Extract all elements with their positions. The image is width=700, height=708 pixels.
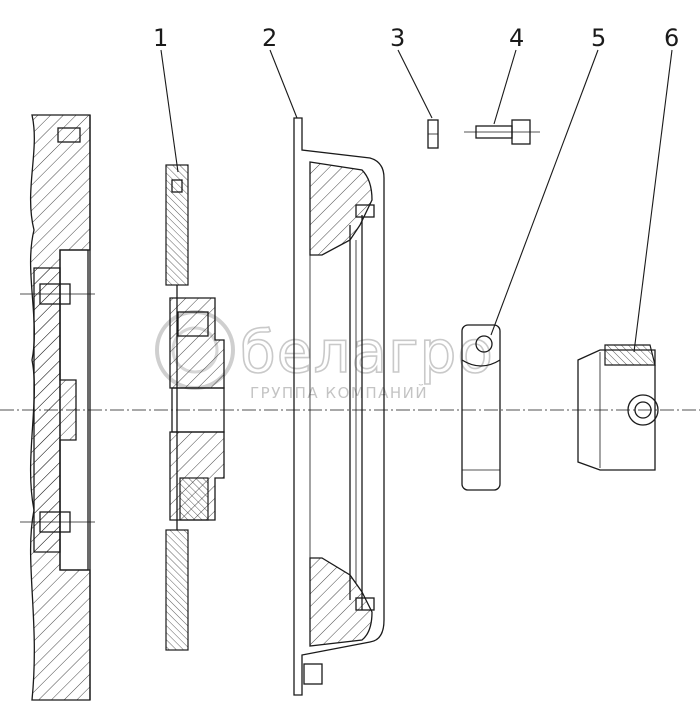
part-1-clutch-disc — [165, 164, 225, 651]
part-6-release-sleeve — [577, 344, 659, 471]
callout-6: 6 — [664, 24, 679, 52]
callout-4: 4 — [509, 24, 524, 52]
flywheel-housing — [20, 114, 95, 701]
part-5-release-bearing — [461, 324, 501, 491]
part-2-pressure-plate — [293, 117, 385, 696]
leader-lines — [160, 49, 673, 353]
part-3-key — [427, 119, 439, 149]
callout-3: 3 — [390, 24, 405, 52]
callout-2: 2 — [262, 24, 277, 52]
watermark-sub: ГРУППА КОМПАНИЙ — [250, 383, 428, 402]
part-4-bolt — [464, 119, 540, 145]
callout-1: 1 — [153, 24, 168, 52]
callouts: 1 2 3 4 5 6 — [153, 24, 679, 52]
callout-5: 5 — [591, 24, 606, 52]
watermark-main: белагро — [240, 318, 494, 386]
